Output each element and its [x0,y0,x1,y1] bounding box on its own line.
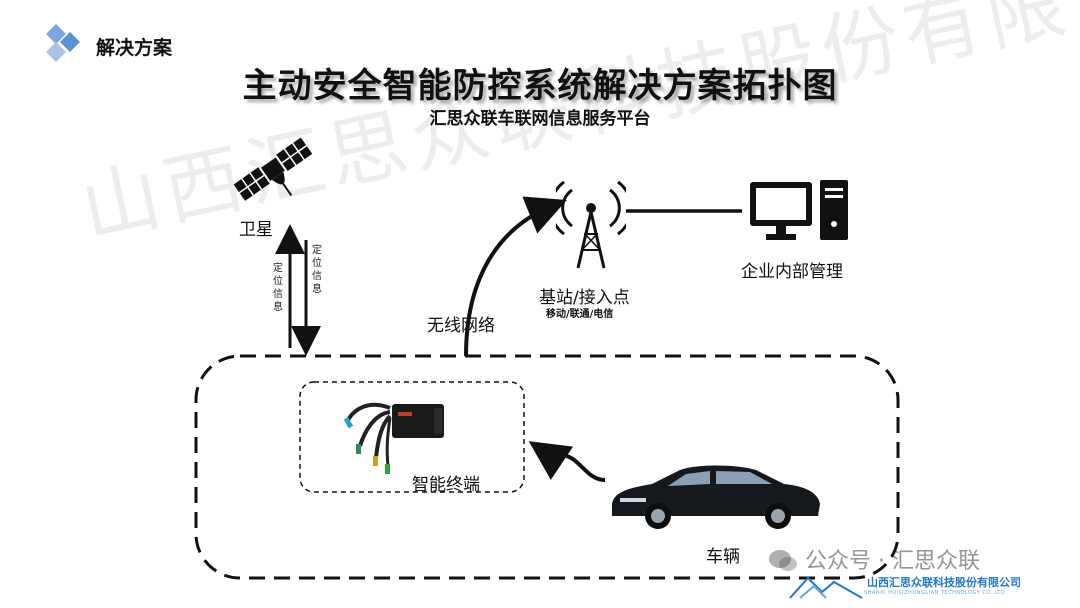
company-name-en: SHANXI HUISIZHONGLIAN TECHNOLOGY CO.,LTD… [864,590,1008,596]
car-icon [612,465,820,529]
carrier-label: 移动/联通/电信 [546,309,614,320]
page-title: 主动安全智能防控系统解决方案拓扑图 [242,66,838,106]
satellite-icon [233,137,313,201]
wechat-icon [769,550,797,571]
vehicle-label: 车辆 [706,547,740,567]
company-logo-icon [789,576,863,599]
wireless-network-label: 无线网络 [427,316,495,336]
positioning-up-label: 定位信息 [273,263,283,313]
vehicle-system-boundary [194,354,900,580]
satellite-label: 卫星 [239,220,273,240]
page-subtitle: 汇思众联车联网信息服务平台 [429,109,651,129]
section-label: 解决方案 [96,37,173,59]
desktop-computer-icon [750,180,848,240]
wireless-network-arrow [464,196,567,357]
base-station-label: 基站/接入点 [539,288,630,308]
vehicle-terminal-arrow [528,441,606,482]
cell-tower-icon [556,180,626,269]
wechat-account-label: 公众号 · 汇思众联 [805,549,980,574]
enterprise-label: 企业内部管理 [741,262,843,282]
positioning-down-label: 定位信息 [312,245,322,295]
smart-terminal-device-icon [343,402,444,474]
company-name: 山西汇思众联科技股份有限公司 [867,576,1021,589]
terminal-boundary [299,381,525,493]
diamond-logo-icon [46,24,80,62]
terminal-label: 智能终端 [412,475,480,495]
